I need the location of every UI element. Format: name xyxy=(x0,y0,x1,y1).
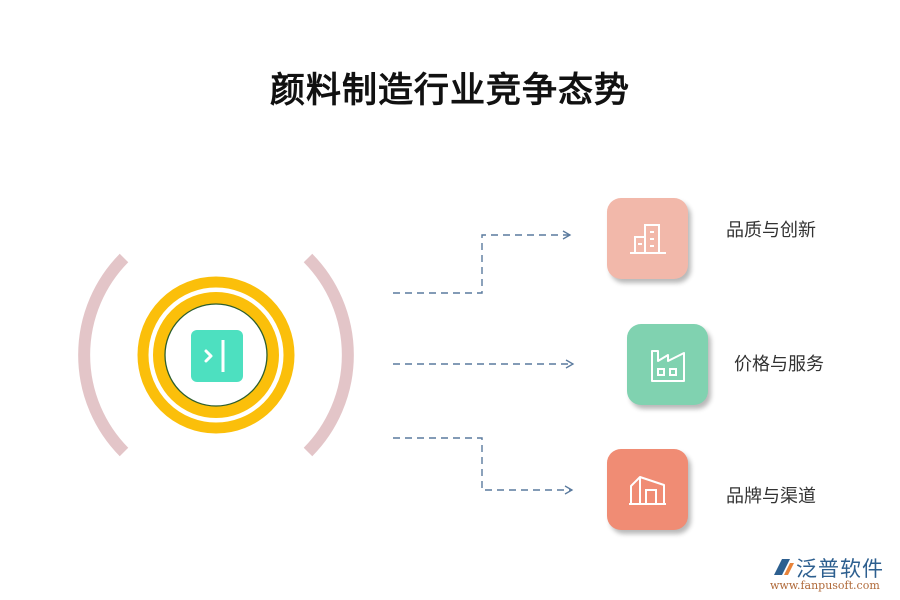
fanpu-logo-icon xyxy=(774,559,794,575)
item-quality-innovation-icon-box xyxy=(607,198,688,279)
item-price-service-icon-box xyxy=(627,324,708,405)
right-arc xyxy=(303,253,354,457)
item-brand-channel-label: 品牌与渠道 xyxy=(726,486,816,507)
factory-icon xyxy=(650,349,685,382)
logo-url: www.fanpusoft.com xyxy=(770,579,880,592)
item-price-service-label: 价格与服务 xyxy=(734,354,824,375)
item-brand-channel-icon-box xyxy=(607,449,688,530)
brand-logo: 泛普软件 www.fanpusoft.com xyxy=(768,553,896,597)
connector-3 xyxy=(393,437,574,495)
outer-ring xyxy=(137,276,295,434)
item-quality-innovation-label: 品质与创新 xyxy=(726,220,816,241)
collapse-panel-icon xyxy=(204,340,225,372)
logo-name: 泛普软件 xyxy=(796,557,884,581)
buildings-icon xyxy=(629,223,666,254)
inner-ring xyxy=(153,292,279,418)
warehouse-icon xyxy=(628,475,666,505)
page-title: 颜料制造行业竞争态势 xyxy=(269,71,630,111)
left-arc xyxy=(78,253,129,457)
connector-1 xyxy=(393,230,572,294)
center-icon xyxy=(191,330,243,382)
